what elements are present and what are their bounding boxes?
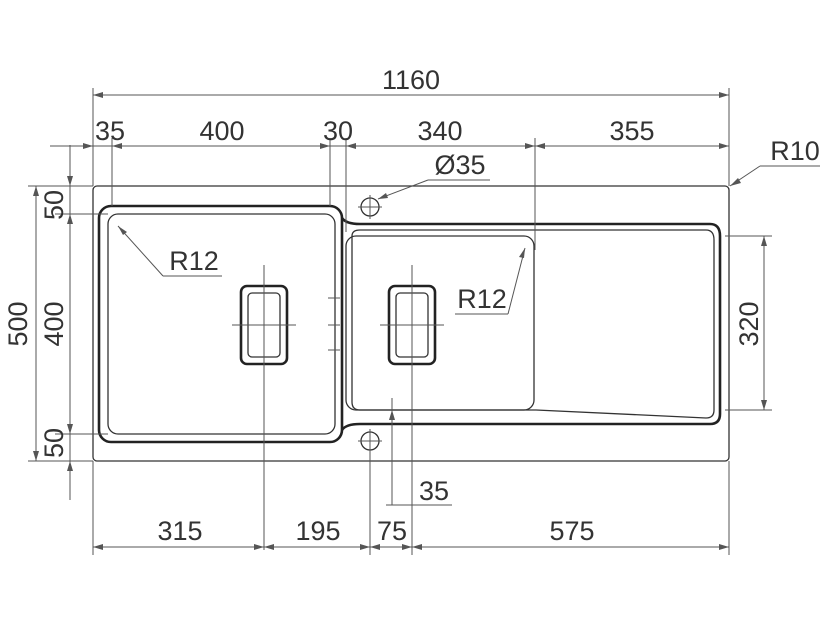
- label-bowl-r12-left: R12: [169, 246, 219, 276]
- label-top-340: 340: [417, 116, 462, 146]
- small-bowl: [345, 235, 535, 411]
- label-bottom-575: 575: [549, 516, 594, 546]
- label-bottom-315: 315: [157, 516, 202, 546]
- countertop-outline: [92, 185, 730, 462]
- large-bowl: [97, 204, 344, 444]
- label-bowl-r12-right: R12: [457, 284, 507, 314]
- drain-centre-lines: [232, 265, 444, 550]
- tap-holes: [358, 195, 382, 453]
- label-bottom-75: 75: [377, 516, 407, 546]
- label-top-400: 400: [199, 116, 244, 146]
- large-bowl-outer: [97, 204, 344, 444]
- dimension-lines: [28, 88, 772, 555]
- leader-lines: [117, 165, 820, 315]
- label-left-50-top: 50: [39, 190, 69, 220]
- label-right-320: 320: [734, 301, 764, 346]
- label-left-500: 500: [3, 301, 33, 346]
- small-bowl-drainer-inner: [351, 229, 715, 419]
- label-overall-width: 1160: [382, 65, 440, 95]
- label-corner-r10: R10: [770, 136, 820, 166]
- label-top-30: 30: [323, 116, 353, 146]
- small-bowl-drainer: [340, 217, 722, 431]
- label-top-35: 35: [95, 116, 125, 146]
- label-left-50-bottom: 50: [39, 428, 69, 458]
- label-inner-35: 35: [419, 476, 449, 506]
- label-top-355: 355: [609, 116, 654, 146]
- label-left-400: 400: [39, 301, 69, 346]
- sink-outline: [92, 185, 730, 462]
- dimension-labels: 1160 35 400 30 340 355 R10 Ø35 R12 R12 3…: [3, 65, 820, 546]
- small-bowl-drainer-outer: [340, 217, 722, 431]
- label-bottom-195: 195: [295, 516, 340, 546]
- label-hole-diameter: Ø35: [434, 150, 485, 180]
- large-bowl-inner: [107, 213, 336, 435]
